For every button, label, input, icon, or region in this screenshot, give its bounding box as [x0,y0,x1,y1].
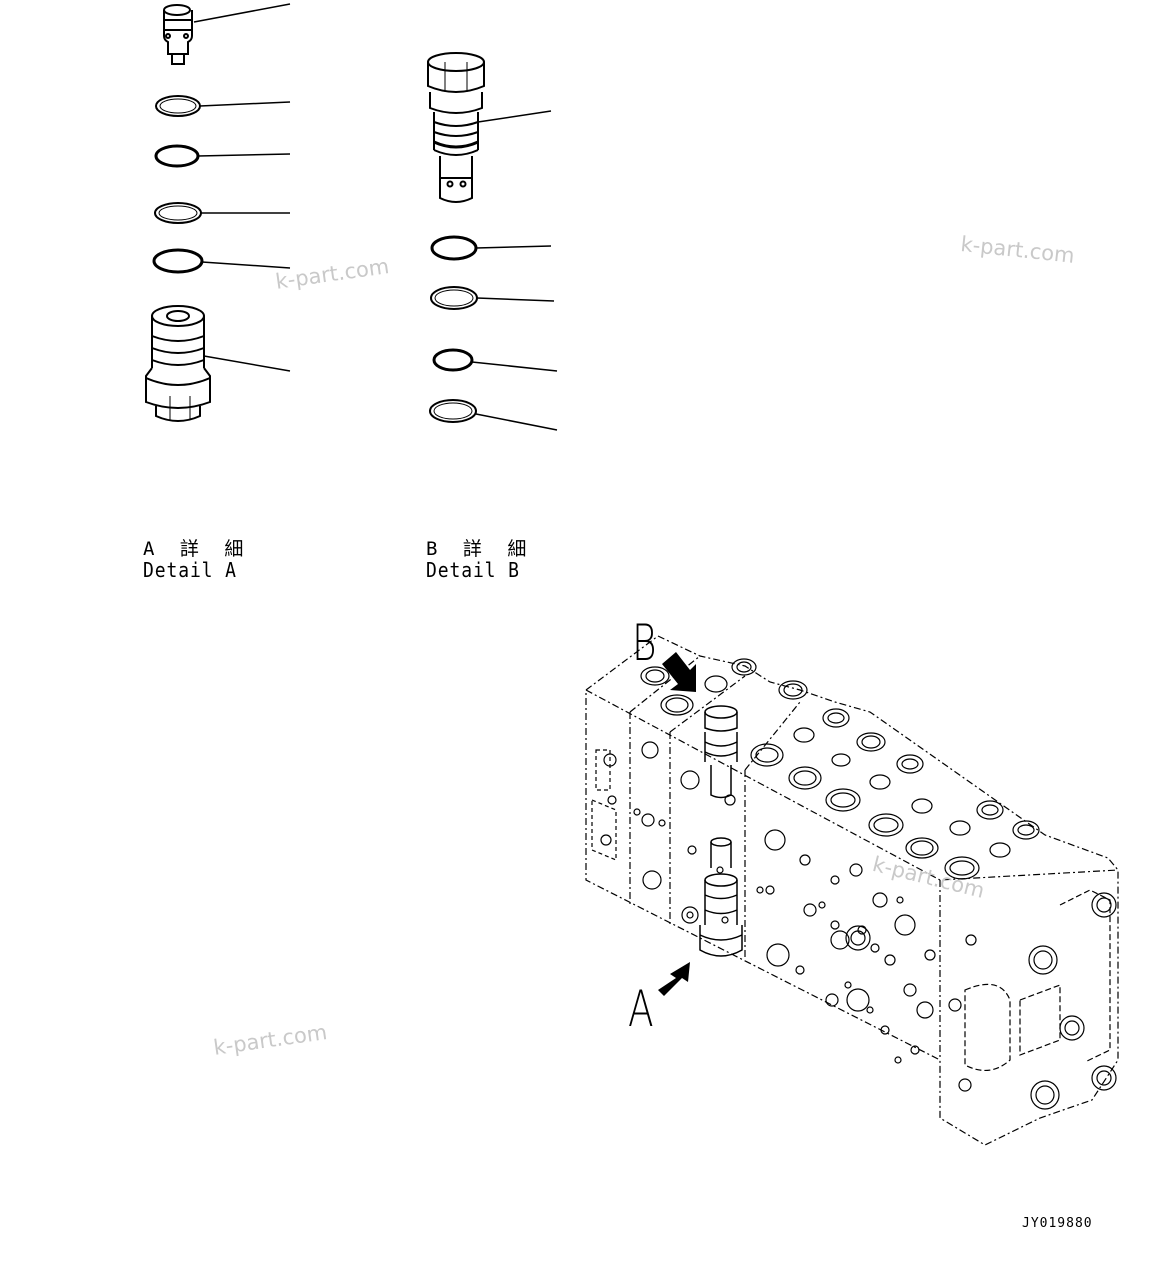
installed-valve-a [699,837,743,957]
callout-b: B [632,614,657,672]
o-ring [430,235,478,261]
o-ring [154,144,200,168]
control-valve-body [585,635,1119,1146]
valve-a-part [145,305,211,422]
detail-a-parts [145,3,291,422]
top-ports [640,658,1040,880]
arrow-a-icon [658,962,690,996]
installed-valve-b [704,705,738,799]
backup-ring [155,95,201,117]
valve-body-outline [585,635,1119,1146]
o-ring [432,348,474,372]
detail-b-label: Detail B [426,558,520,582]
end-block [591,749,1117,1110]
leader-line [193,3,291,23]
detail-b-jp-label: B 詳 細 [426,538,534,560]
backup-ring [154,202,202,224]
detail-a-label: Detail A [143,558,237,582]
backup-ring [430,286,478,310]
valve-b-part [427,52,485,203]
o-ring [152,248,204,274]
figure-id: JY019880 [1022,1216,1093,1231]
detail-b-parts [427,52,558,431]
callout-a: A [628,980,654,1038]
small-valve-part [163,4,193,65]
detail-a-jp-label: A 詳 細 [143,538,251,560]
arrow-b-icon [662,652,696,692]
backup-ring [429,399,477,423]
